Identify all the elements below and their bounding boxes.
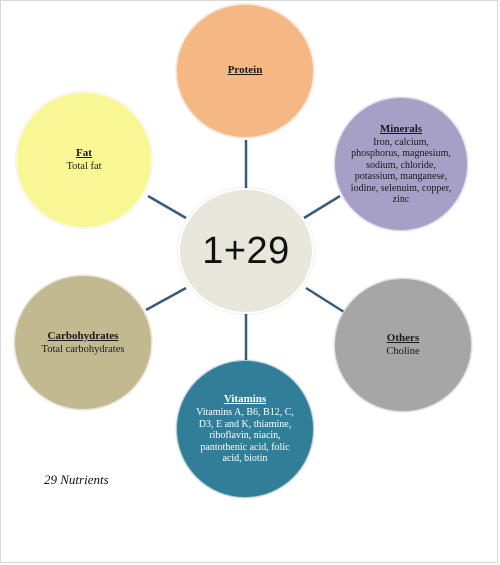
minerals-node: Minerals Iron, calcium, phosphorus, magn… [334, 97, 468, 231]
connector-fat [147, 194, 187, 220]
fat-title: Fat [76, 147, 92, 159]
vitamins-node: Vitamins Vitamins A, B6, B12, C, D3, E a… [176, 360, 314, 498]
connector-minerals [303, 194, 341, 220]
connector-others [305, 286, 345, 314]
vitamins-title: Vitamins [223, 393, 267, 406]
carbohydrates-desc: Total carbohydrates [41, 343, 125, 355]
minerals-desc: Iron, calcium, phosphorus, magnesium, so… [350, 136, 452, 206]
minerals-title: Minerals [379, 122, 423, 135]
others-node: Others Choline [334, 278, 472, 412]
connector-carbohydrates [145, 286, 187, 312]
fat-node: Fat Total fat [16, 92, 152, 228]
others-desc: Choline [386, 346, 420, 357]
center-label: 1+29 [202, 229, 290, 272]
others-title: Others [386, 332, 420, 344]
diagram-caption: 29 Nutrients [44, 472, 109, 487]
fat-desc: Total fat [66, 161, 102, 172]
protein-title: Protein [227, 64, 263, 76]
carbohydrates-node: Carbohydrates Total carbohydrates [14, 275, 152, 410]
carbohydrates-title: Carbohydrates [47, 329, 119, 342]
vitamins-desc: Vitamins A, B6, B12, C, D3, E and K, thi… [196, 407, 294, 465]
center-node: 1+29 [178, 188, 314, 314]
protein-node: Protein [176, 4, 314, 138]
